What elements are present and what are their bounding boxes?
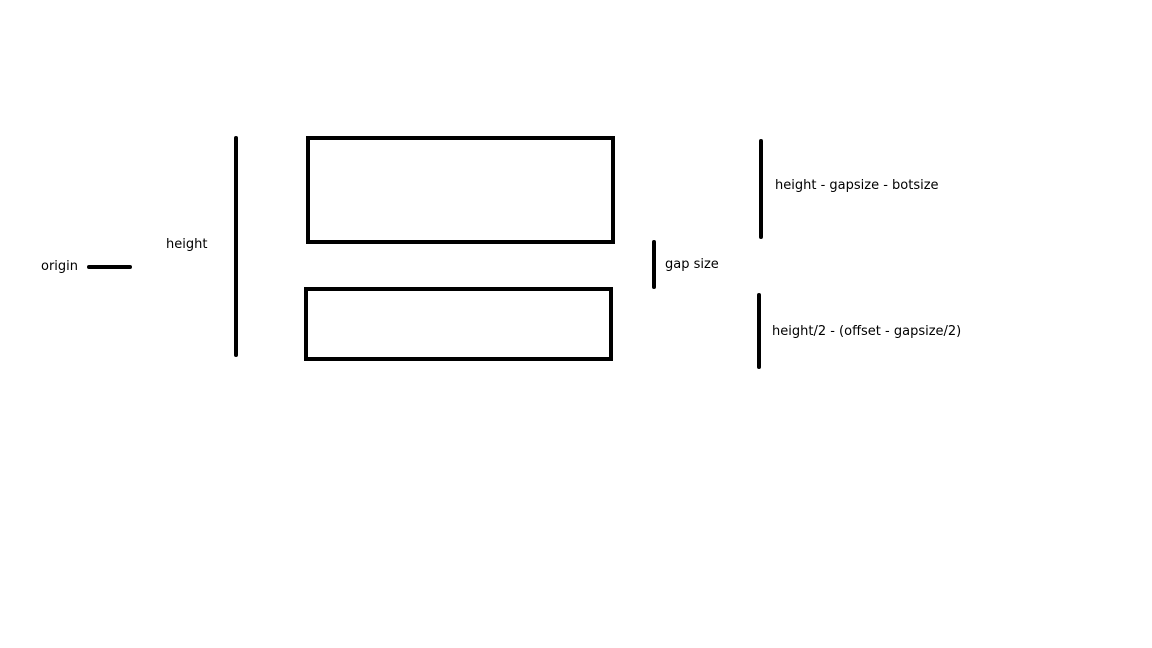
- height-label: height: [166, 237, 208, 252]
- bottom-size-formula-label: height/2 - (offset - gapsize/2): [772, 324, 962, 339]
- origin-label: origin: [41, 259, 79, 274]
- top-pipe-rect: [306, 136, 615, 244]
- top-size-formula-label: height - gapsize - botsize: [775, 178, 939, 193]
- bottom-pipe-rect: [304, 287, 613, 361]
- gap-size-label: gap size: [665, 257, 719, 272]
